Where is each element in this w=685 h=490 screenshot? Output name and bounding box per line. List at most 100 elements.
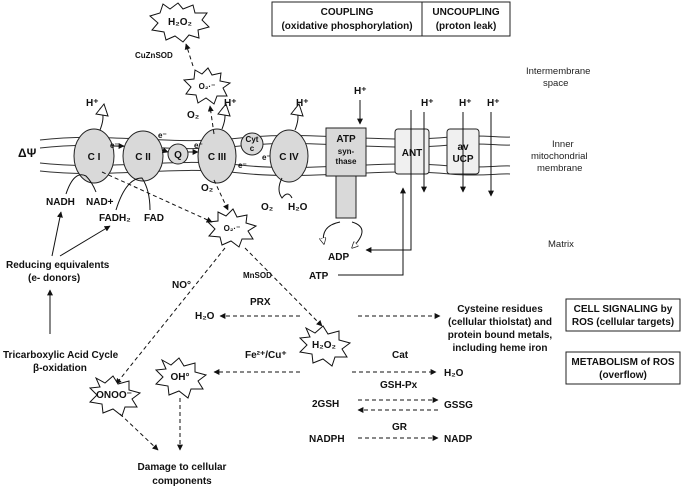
matrix-label: Matrix: [548, 239, 574, 250]
complex-iv: [269, 129, 309, 183]
nadh-oxidation: [65, 174, 97, 195]
damage-label-1: Damage to cellular: [138, 462, 227, 473]
electron-label-3: e⁻: [194, 141, 203, 150]
o2-intermembrane-label: O₂: [187, 110, 199, 121]
gssg-label: GSSG: [444, 400, 473, 411]
fadh2-label: FADH₂: [99, 213, 131, 224]
damage-label-2: components: [152, 476, 212, 487]
uncoupling-title: UNCOUPLING: [432, 7, 499, 18]
ubiquinone: [167, 143, 189, 165]
c4-o2-reduction: [278, 177, 293, 199]
metabolism-box: METABOLISM of ROS (overflow): [565, 351, 681, 385]
metabolism-title: METABOLISM of ROS: [571, 357, 674, 368]
proton-c3-label: H⁺: [224, 98, 237, 109]
hydroxyl-burst: [154, 357, 208, 399]
electron-donors-label: (e- donors): [28, 273, 80, 284]
atp-label: ATP: [309, 271, 329, 282]
cysteine-label-3: protein bound metals,: [448, 330, 553, 341]
complex-i-label: C I: [88, 152, 101, 163]
atp-synthase-label-2: syn-: [338, 147, 355, 156]
superoxide-burst-matrix: [206, 208, 258, 248]
cuznsod-arrow: [184, 43, 194, 67]
adp-import-arrow: [365, 110, 412, 253]
complex-i: [73, 128, 115, 184]
uncoupling-subtitle: (proton leak): [436, 21, 497, 32]
hydroxyl-label: OH°: [171, 372, 190, 383]
prx-label: PRX: [250, 297, 271, 308]
superoxide-to-peroxynitrite-arrow: [115, 247, 226, 385]
peroxynitrite-damage-arrow: [119, 413, 159, 451]
nadp-label: NADP: [444, 434, 473, 445]
cuznsod-label: CuZnSOD: [135, 51, 173, 60]
metabolism-subtitle: (overflow): [599, 370, 647, 381]
gr-label: GR: [392, 422, 408, 433]
fadh2-oxidation: [115, 177, 151, 211]
peroxynitrite-label: ONOO⁻: [96, 390, 132, 401]
h2o-c4-label: H₂O: [288, 202, 308, 213]
intermembrane-label: Intermembrane: [526, 66, 590, 77]
atp-export-arrow: [338, 187, 406, 276]
nad-label: NAD+: [86, 197, 114, 208]
reducing-to-nadh-arrow: [51, 211, 63, 257]
fad-label: FAD: [144, 213, 164, 224]
superoxide-matrix-label: O₂·⁻: [224, 224, 241, 233]
inner-label: Inner: [552, 139, 574, 150]
ubiquinone-label: Q: [174, 150, 182, 161]
c3-superoxide-out-arrow: [207, 105, 215, 135]
mitochondrial-label: mitochondrial: [531, 151, 588, 162]
coupling-subtitle: (oxidative phosphorylation): [281, 21, 412, 32]
h2o2-burst-top: [148, 2, 210, 43]
proton-leak-label: H⁺: [487, 98, 500, 109]
cytochrome-c: [240, 132, 264, 156]
complex-iv-label: C IV: [279, 152, 299, 163]
c3-superoxide-in-arrow: [213, 179, 229, 211]
reducing-to-fadh2-arrow: [59, 225, 111, 257]
electron-label-4: e⁻: [238, 161, 247, 170]
complex-iii: [197, 128, 237, 184]
beta-oxidation-label: β-oxidation: [33, 363, 87, 374]
h2o2-top-label: H₂O₂: [168, 17, 192, 28]
o2-c3-label: O₂: [201, 183, 213, 194]
h2o2-matrix-label: H₂O₂: [312, 340, 336, 351]
atp-synthase: ATP syn- thase: [325, 127, 367, 219]
adp-label: ADP: [328, 252, 349, 263]
catalase-label: Cat: [392, 350, 409, 361]
gsh-label: 2GSH: [312, 399, 339, 410]
proton-pump-c4-head: [290, 102, 304, 117]
electron-label-5: e⁻: [262, 153, 271, 162]
proton-c4-label: H⁺: [296, 98, 309, 109]
proton-pump-c1-head: [95, 102, 109, 117]
h2o-cat-label: H₂O: [444, 368, 464, 379]
intermembrane-space-label: space: [543, 78, 568, 89]
uncoupling-box: UNCOUPLING (proton leak): [421, 1, 511, 37]
nadph-label: NADPH: [309, 434, 345, 445]
no-label: NO°: [172, 280, 191, 291]
atp-synthase-label-1: ATP: [336, 134, 356, 145]
c1-superoxide-arrow: [101, 171, 213, 223]
cytochrome-c-label-1: Cyt: [246, 135, 259, 144]
nadh-label: NADH: [46, 197, 75, 208]
proton-ant-label: H⁺: [421, 98, 434, 109]
cysteine-label-4: including heme iron: [452, 343, 547, 354]
electron-arrow-2: [161, 147, 169, 154]
superoxide-burst-intermembrane: [182, 67, 232, 105]
o2-c4-label: O₂: [261, 202, 273, 213]
tca-label: Tricarboxylic Acid Cycle: [3, 350, 119, 361]
cell-signaling-box: CELL SIGNALING by ROS (cellular targets): [565, 298, 681, 332]
cytochrome-c-label-2: c: [250, 144, 255, 153]
proton-pump-c3-head: [217, 102, 231, 117]
ant-transporter: [394, 128, 430, 175]
atp-synthase-label-3: thase: [336, 157, 357, 166]
proton-c1-label: H⁺: [86, 98, 99, 109]
ant-label: ANT: [402, 148, 423, 159]
gshpx-label: GSH-Px: [380, 380, 418, 391]
delta-psi-label: ΔΨ: [18, 146, 37, 160]
h2o-prx-label: H₂O: [195, 311, 215, 322]
membrane-label: membrane: [537, 163, 582, 174]
mnsod-label: MnSOD: [243, 271, 272, 280]
proton-atp-label: H⁺: [354, 86, 367, 97]
mnsod-arrow: [244, 247, 323, 327]
superoxide-intermembrane-label: O₂·⁻: [199, 82, 216, 91]
reducing-equivalents-label: Reducing equivalents: [6, 260, 110, 271]
